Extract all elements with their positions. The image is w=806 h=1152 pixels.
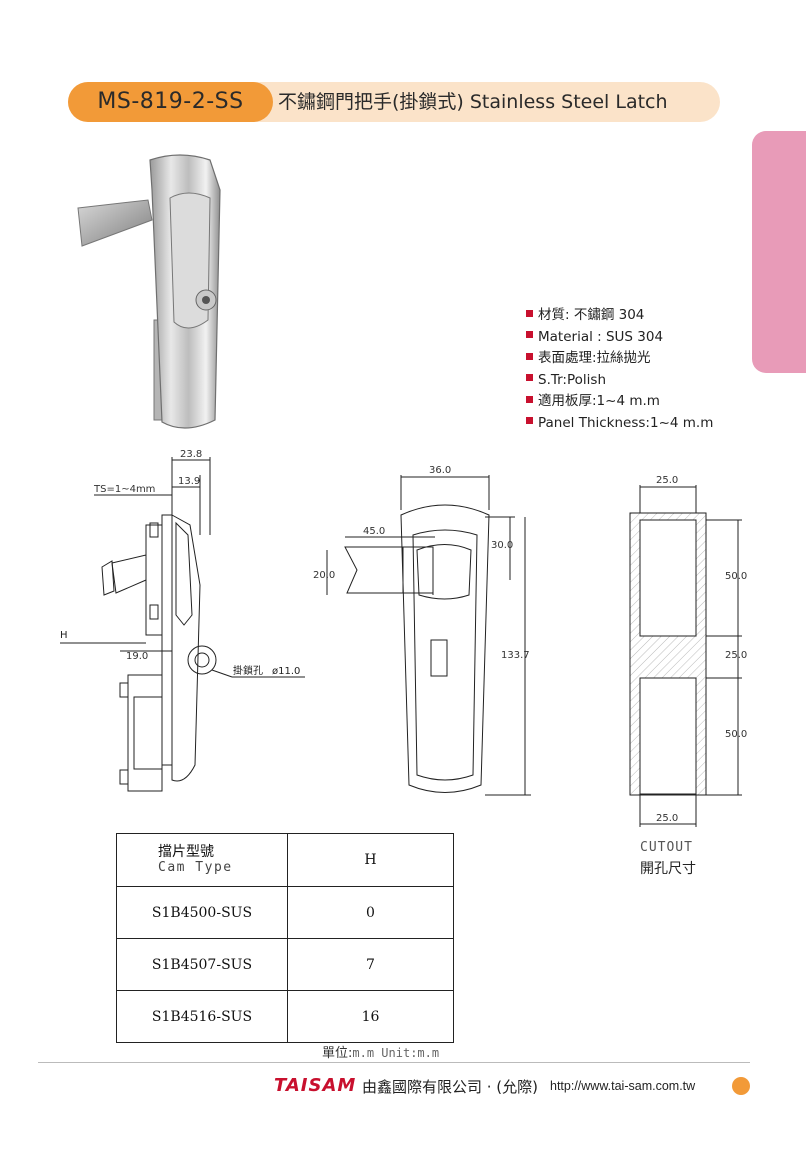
cell-type: S1B4500-SUS bbox=[116, 886, 288, 939]
header-cam-type: 擋片型號 Cam Type bbox=[116, 833, 288, 887]
dim-label: 45.0 bbox=[363, 526, 385, 537]
bullet-icon bbox=[526, 417, 533, 424]
dim-label: 25.0 bbox=[656, 813, 678, 824]
spec-list: 材質: 不鏽鋼 304 Material : SUS 304 表面處理:拉絲拋光… bbox=[526, 305, 713, 434]
dim-label: 36.0 bbox=[429, 465, 451, 476]
cell-type: S1B4516-SUS bbox=[116, 990, 288, 1043]
cutout-drawing: 25.0 50.0 25.0 50.0 25.0 bbox=[629, 475, 747, 827]
bullet-icon bbox=[526, 309, 533, 317]
header-h: H bbox=[287, 833, 454, 887]
spec-item: Panel Thickness:1~4 m.m bbox=[526, 413, 713, 435]
unit-note: 單位:m.m Unit:m.m bbox=[322, 1046, 440, 1061]
bullet-icon bbox=[526, 374, 533, 381]
table-row: S1B4507-SUS 7 bbox=[116, 938, 454, 991]
cell-type: S1B4507-SUS bbox=[116, 938, 288, 991]
spec-item: 材質: 不鏽鋼 304 bbox=[526, 305, 713, 327]
cell-h: 7 bbox=[287, 938, 454, 991]
bullet-icon bbox=[526, 352, 533, 360]
front-view-drawing: 36.0 45.0 30.0 20.0 133.7 bbox=[313, 465, 531, 796]
spec-item: 表面處理:拉絲拋光 bbox=[526, 348, 713, 370]
cell-h: 16 bbox=[287, 990, 454, 1043]
spec-item: S.Tr:Polish bbox=[526, 370, 713, 392]
dim-label: 50.0 bbox=[725, 729, 747, 740]
dim-label: 50.0 bbox=[725, 571, 747, 582]
dim-label: 23.8 bbox=[180, 449, 202, 460]
cutout-label-zh: 開孔尺寸 bbox=[640, 861, 696, 877]
bullet-icon bbox=[526, 331, 533, 338]
dim-label: 30.0 bbox=[491, 540, 513, 551]
footer-dot-icon bbox=[732, 1077, 750, 1095]
product-photo bbox=[77, 154, 221, 429]
spec-item: Material : SUS 304 bbox=[526, 327, 713, 349]
model-badge bbox=[68, 82, 273, 122]
bullet-icon bbox=[526, 395, 533, 403]
dim-label: TS=1~4mm bbox=[93, 484, 155, 495]
dim-label: 19.0 bbox=[126, 651, 148, 662]
hole-dim: ø11.0 bbox=[272, 666, 300, 677]
dim-label: 25.0 bbox=[656, 475, 678, 486]
brand-logo: TAISAM bbox=[274, 1075, 357, 1096]
cam-type-table: 擋片型號 Cam Type H S1B4500-SUS 0 S1B4507-SU… bbox=[116, 833, 454, 1043]
company-name: 由鑫國際有限公司 · (允際) bbox=[362, 1078, 539, 1096]
cutout-label-en: CUTOUT bbox=[640, 840, 693, 855]
page-title: 不鏽鋼門把手(掛鎖式) Stainless Steel Latch bbox=[278, 91, 668, 113]
spec-item: 適用板厚:1~4 m.m bbox=[526, 391, 713, 413]
dim-label: 13.9 bbox=[178, 476, 200, 487]
side-view-drawing: 23.8 13.9 TS=1~4mm 掛鎖孔 ø11.0 H 19.0 bbox=[60, 449, 305, 792]
table-header-row: 擋片型號 Cam Type H bbox=[116, 833, 454, 887]
dim-label: 25.0 bbox=[725, 650, 747, 661]
website-link[interactable]: http://www.tai-sam.com.tw bbox=[550, 1079, 696, 1093]
table-row: S1B4500-SUS 0 bbox=[116, 886, 454, 939]
footer-divider bbox=[38, 1062, 750, 1063]
dim-label: 20.0 bbox=[313, 570, 335, 581]
dim-label: 133.7 bbox=[501, 650, 530, 661]
model-number: MS-819-2-SS bbox=[97, 89, 244, 114]
section-tab bbox=[752, 131, 806, 373]
hole-label: 掛鎖孔 bbox=[233, 664, 263, 677]
cell-h: 0 bbox=[287, 886, 454, 939]
dim-label: H bbox=[60, 630, 68, 641]
table-row: S1B4516-SUS 16 bbox=[116, 990, 454, 1043]
